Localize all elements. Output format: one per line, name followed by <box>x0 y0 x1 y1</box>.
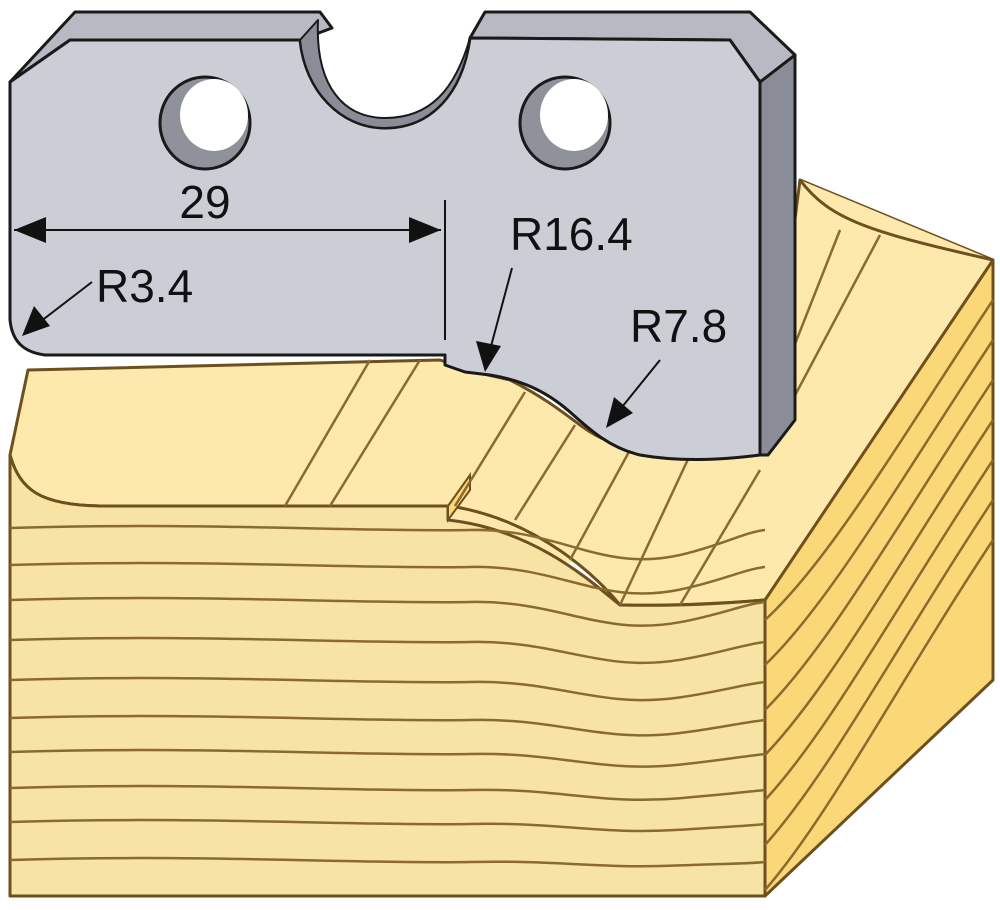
r7-8-label: R7.8 <box>630 300 727 352</box>
side-grain-line <box>764 379 995 711</box>
profile-knife <box>8 10 797 462</box>
dimension-annotations: 29 R3.4 R16.4 R7.8 <box>14 176 727 428</box>
r16-4-label: R16.4 <box>510 208 633 260</box>
side-grain-lines <box>764 299 995 891</box>
wood-workpiece <box>8 178 995 898</box>
width-arrow-right <box>409 217 441 243</box>
r16-4-arrow <box>476 341 501 372</box>
r16-4-leader <box>489 267 513 351</box>
front-grain-line <box>9 524 766 561</box>
r3-4-arrow <box>22 306 50 336</box>
left-mounting-hole <box>158 75 252 171</box>
top-grain-line <box>513 424 577 521</box>
right-mounting-hole <box>518 75 612 171</box>
front-grain-line <box>9 596 766 627</box>
side-grain-line <box>764 499 995 846</box>
top-grain-line <box>568 449 632 561</box>
top-grain-line <box>328 359 422 507</box>
top-grain-line <box>283 359 372 507</box>
front-grain-line <box>9 784 766 802</box>
front-grain-line <box>9 636 766 665</box>
width-dimension-label: 29 <box>179 176 230 228</box>
front-grain-line <box>9 856 766 868</box>
side-grain-line <box>764 539 995 891</box>
r7-8-arrow <box>606 397 633 428</box>
knife-notch-inner <box>299 19 471 129</box>
front-grain-lines <box>9 524 766 868</box>
front-grain-line <box>9 714 766 737</box>
r3-4-label: R3.4 <box>96 260 193 312</box>
top-grain-line <box>678 469 762 606</box>
front-grain-line <box>9 561 766 595</box>
side-grain-line <box>764 459 995 801</box>
wood-top-surface-main <box>8 178 995 607</box>
knife-side-face <box>758 38 797 457</box>
side-grain-line <box>764 299 995 621</box>
r3-4-leader <box>35 281 93 326</box>
r7-8-leader <box>617 359 661 413</box>
top-grain-line <box>453 391 527 507</box>
top-grain-line <box>618 454 692 606</box>
side-grain-line <box>764 419 995 756</box>
front-grain-line <box>9 818 766 833</box>
width-arrow-left <box>14 217 46 243</box>
front-grain-line <box>9 676 766 702</box>
side-grain-line <box>764 339 995 666</box>
front-grain-line <box>9 748 766 768</box>
